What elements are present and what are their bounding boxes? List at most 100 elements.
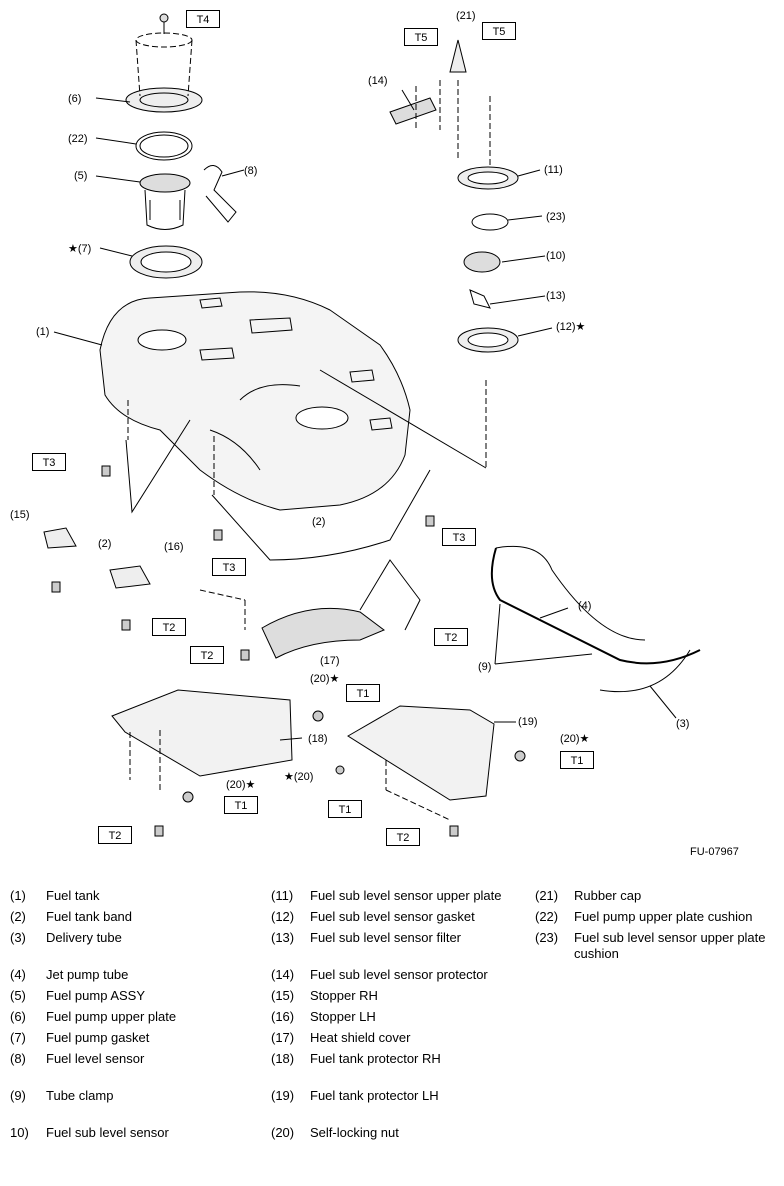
legend-label: Rubber cap [574, 888, 642, 903]
fuel-tank-band-drawing [125, 419, 191, 514]
legend-label: Jet pump tube [46, 967, 129, 982]
callout-2b: (2) [312, 516, 326, 528]
legend-number: (9) [10, 1088, 26, 1103]
callout-3: (3) [676, 718, 690, 730]
callout-10: (10) [546, 250, 566, 262]
legend-number: (19) [271, 1088, 295, 1103]
callout-18: (18) [308, 733, 328, 745]
legend-label: Fuel sub level sensor gasket [310, 909, 475, 924]
fuel-tank-drawing [99, 291, 411, 511]
legend-label: Heat shield cover [310, 1030, 411, 1045]
callout-15: (15) [10, 509, 30, 521]
callout-6: (6) [68, 93, 82, 105]
exploded-parts-diagram: (6) (22) (5) (8) ★(7) (1) (15) (2) (16) … [10, 10, 739, 858]
legend-label: Fuel tank protector LH [310, 1088, 439, 1103]
torque-label-t5b: T5 [482, 22, 516, 40]
legend-label: Fuel pump ASSY [46, 988, 145, 1003]
legend-label: Fuel sub level sensor upper plate [310, 888, 502, 903]
legend-number: (18) [271, 1051, 295, 1066]
legend-label: Fuel tank protector RH [310, 1051, 441, 1066]
stopper-lh-drawing [109, 565, 151, 589]
callout-17: (17) [320, 655, 340, 667]
legend-number: (6) [10, 1009, 26, 1024]
torque-label-t2d: T2 [98, 826, 132, 844]
legend-label: Fuel level sensor [46, 1051, 145, 1066]
legend-label: Fuel pump upper plate [46, 1009, 177, 1024]
legend-number: (15) [271, 988, 295, 1003]
callout-2a: (2) [98, 538, 112, 550]
callout-20d: (20)★ [560, 733, 590, 745]
legend-label: Fuel sub level sensor protector [310, 967, 488, 982]
torque-label-t3b: T3 [442, 528, 476, 546]
legend-number: (22) [535, 909, 559, 924]
legend-label: Fuel sub level sensor [46, 1125, 169, 1140]
legend-number: (11) [271, 888, 294, 903]
callout-8: (8) [244, 165, 258, 177]
callout-20c: ★(20) [284, 771, 314, 783]
legend-number: (21) [535, 888, 559, 903]
callout-4: (4) [578, 600, 592, 612]
legend-number: (23) [535, 930, 559, 945]
legend-label: Stopper LH [310, 1009, 376, 1024]
legend-number: (13) [271, 930, 295, 945]
callout-20a: (20)★ [310, 673, 340, 685]
torque-label-t5a: T5 [404, 28, 438, 46]
fuel-pump-assy-drawing [139, 165, 237, 230]
torque-label-t4: T4 [186, 10, 220, 28]
legend-label: Self-locking nut [310, 1125, 399, 1140]
stopper-rh-drawing [43, 527, 77, 549]
torque-label-t2a: T2 [152, 618, 186, 636]
callout-16: (16) [164, 541, 184, 553]
fuel-pump-upper-plate-drawing [125, 13, 203, 113]
legend-number: 10) [10, 1125, 29, 1140]
sub-level-sensor-drawing [389, 39, 519, 353]
torque-label-t1a: T1 [346, 684, 380, 702]
bolts-drawing [51, 465, 459, 837]
torque-label-t2e: T2 [386, 828, 420, 846]
torque-label-t3a: T3 [32, 453, 66, 471]
legend-label: Fuel pump upper plate cushion [574, 909, 753, 924]
legend-number: (16) [271, 1009, 295, 1024]
parts-legend: (1)Fuel tank(2)Fuel tank band(3)Delivery… [0, 884, 784, 1184]
legend-label: Fuel sub level sensor filter [310, 930, 462, 945]
legend-label: Fuel tank [46, 888, 100, 903]
fuel-tank-protector-rh-drawing [111, 689, 293, 777]
legend-number: (7) [10, 1030, 26, 1045]
callout-7: ★(7) [68, 243, 92, 255]
heat-shield-drawing [261, 607, 385, 659]
torque-label-t1c: T1 [328, 800, 362, 818]
callout-1: (1) [36, 326, 50, 338]
legend-number: (5) [10, 988, 26, 1003]
delivery-tube-drawing [490, 547, 701, 665]
legend-number: (14) [271, 967, 295, 982]
legend-number: (2) [10, 909, 26, 924]
fuel-pump-cushion-drawing [135, 131, 193, 161]
callout-23: (23) [546, 211, 566, 223]
legend-label: Fuel pump gasket [46, 1030, 150, 1045]
legend-number: (3) [10, 930, 26, 945]
fuel-tank-protector-lh-drawing [347, 705, 495, 801]
legend-number: (20) [271, 1125, 295, 1140]
callout-22: (22) [68, 133, 88, 145]
legend-number: (12) [271, 909, 295, 924]
legend-label: Tube clamp [46, 1088, 114, 1103]
torque-label-t1d: T1 [560, 751, 594, 769]
diagram-linework [43, 13, 701, 837]
legend-number: (8) [10, 1051, 26, 1066]
leader-lines [53, 89, 677, 741]
callout-21: (21) [456, 10, 476, 22]
figure-code: FU-07967 [690, 846, 739, 858]
legend-label: Stopper RH [310, 988, 378, 1003]
callout-14: (14) [368, 75, 388, 87]
legend-label: Fuel sub level sensor upper plate cushio… [574, 930, 766, 961]
callout-5: (5) [74, 170, 88, 182]
legend-label: Delivery tube [46, 930, 122, 945]
callout-12: (12)★ [556, 321, 586, 333]
callout-9: (9) [478, 661, 492, 673]
torque-label-t2b: T2 [190, 646, 224, 664]
callout-11: (11) [544, 164, 563, 176]
legend-number: (4) [10, 967, 26, 982]
legend-number: (1) [10, 888, 26, 903]
callout-13: (13) [546, 290, 566, 302]
torque-label-t2c: T2 [434, 628, 468, 646]
